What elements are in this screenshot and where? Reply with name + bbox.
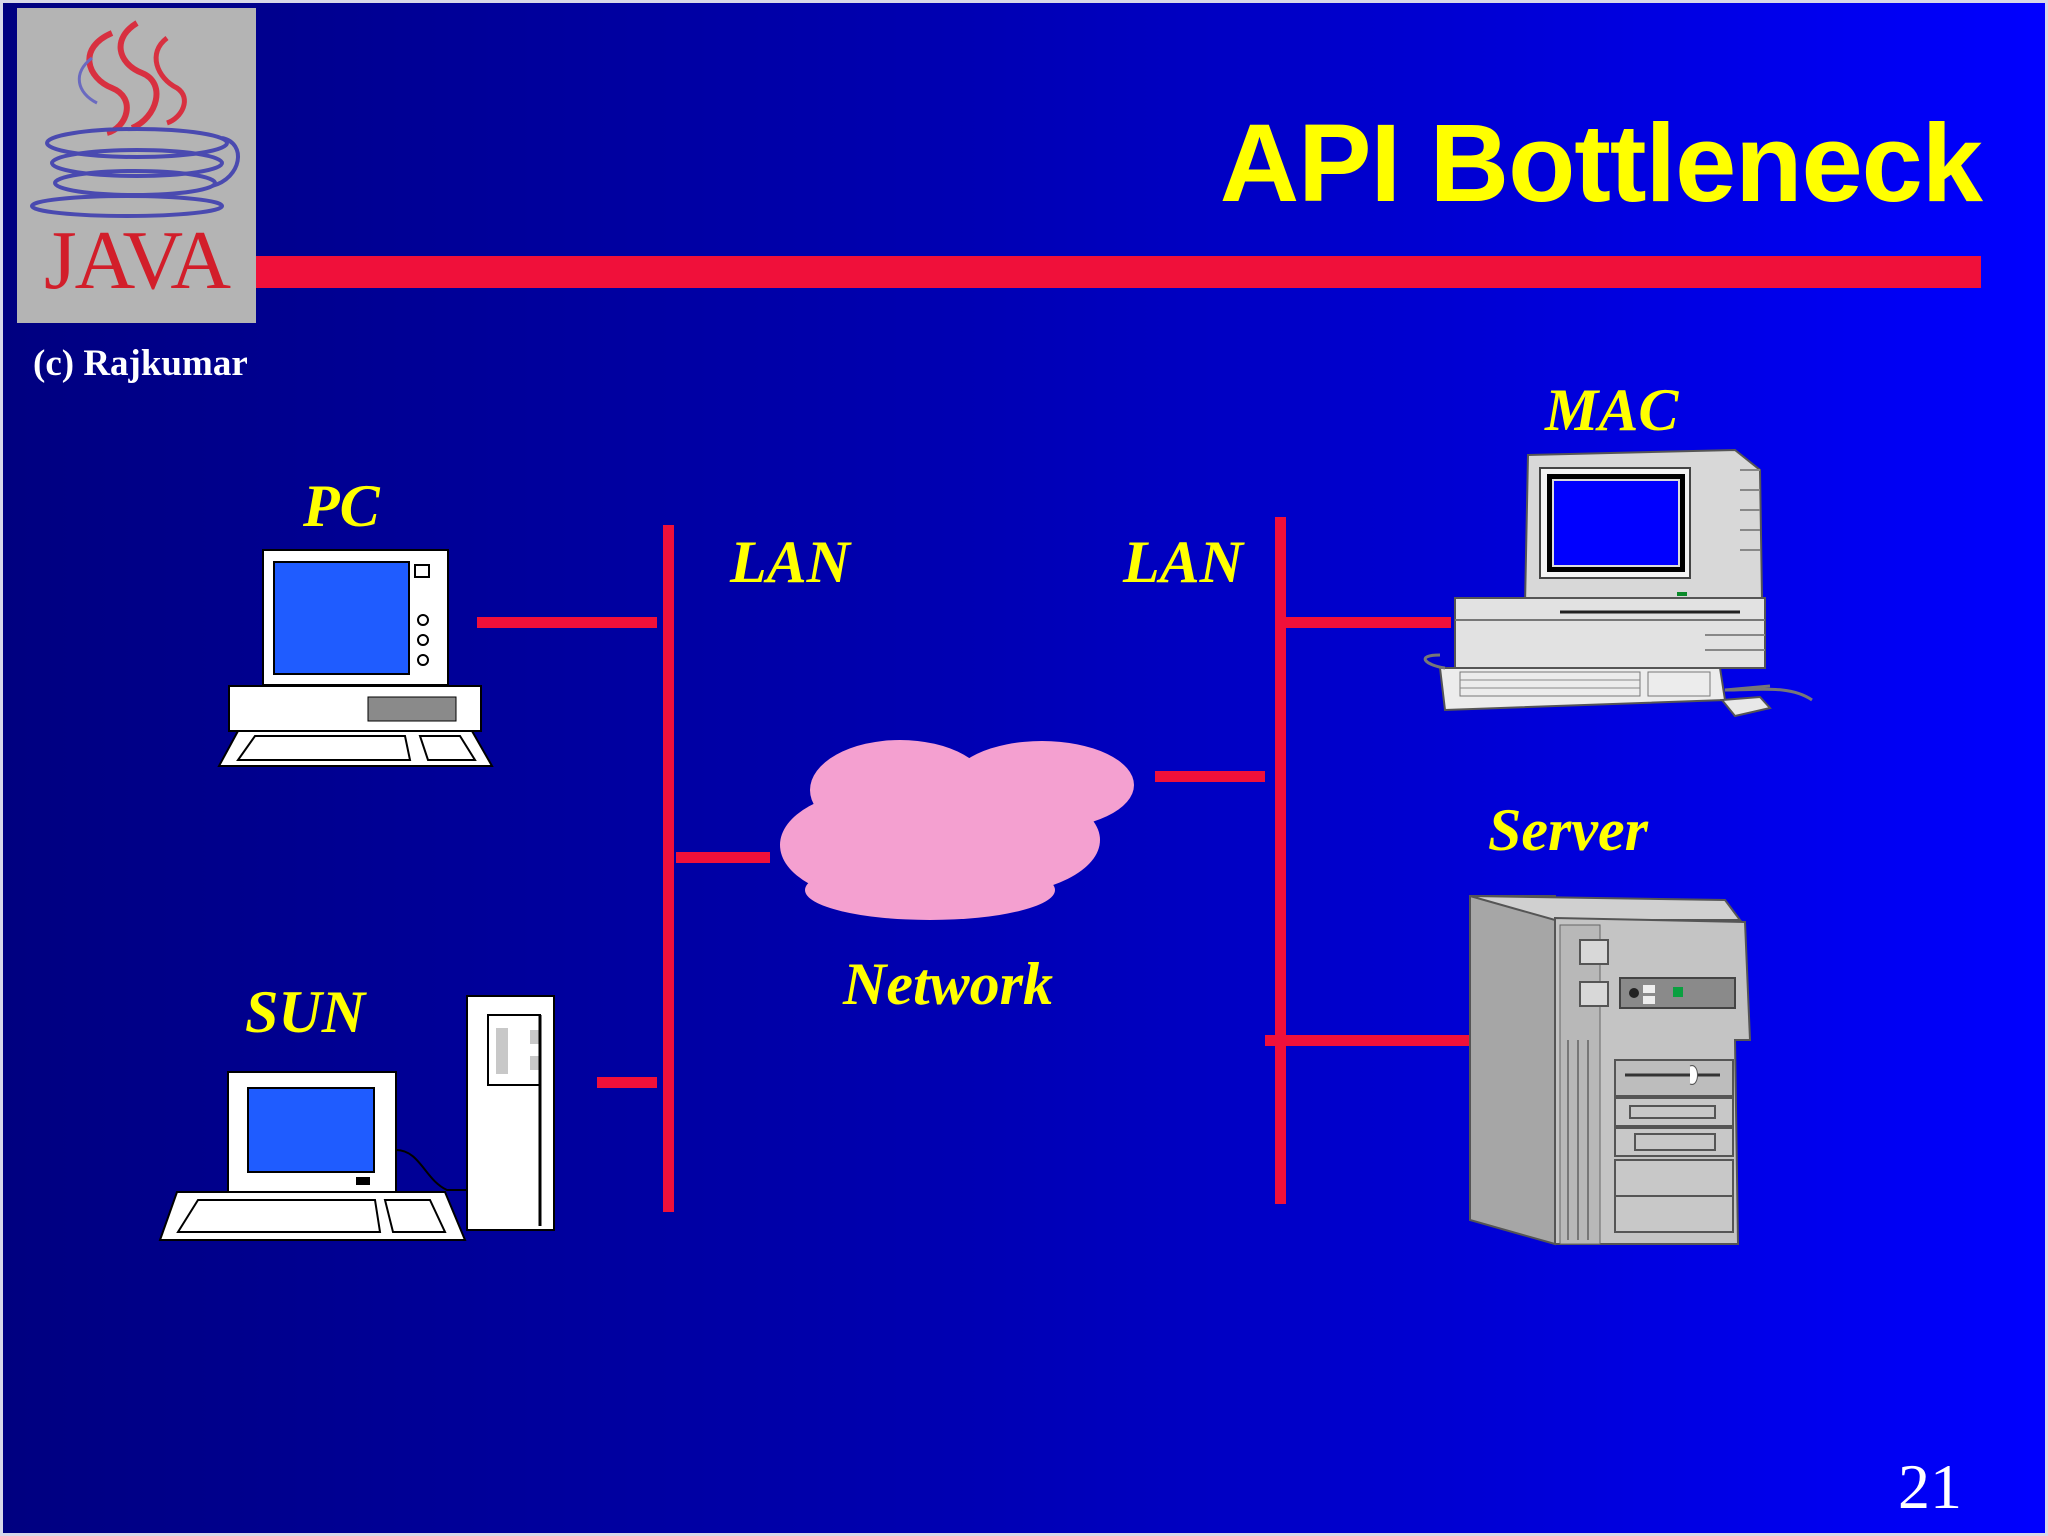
mac-connector [1276,617,1451,628]
tower-server-icon [1469,895,1752,1246]
coffee-cup-icon [30,20,240,218]
server-label: Server [1488,797,1648,863]
sun-connector [597,1077,657,1088]
java-logo: JAVA [17,8,256,323]
desktop-computer-icon [217,549,494,767]
mac-label: MAC [1545,377,1679,443]
pc-label: PC [303,473,380,539]
lan-right-backbone [1275,517,1286,1204]
cloud-icon [780,740,1134,920]
slide-title: API Bottleneck [1219,102,1983,225]
mac-computer-icon [1423,448,1813,718]
lan-right-label: LAN [1123,529,1243,595]
lan-left-backbone [663,525,674,1212]
page-number: 21 [1898,1451,1962,1522]
copyright-text: (c) Rajkumar [33,343,248,384]
lan-left-label: LAN [730,529,850,595]
pc-connector [477,617,657,628]
server-connector [1265,1035,1475,1046]
sun-label: SUN [245,979,366,1045]
network-label: Network [843,951,1053,1017]
logo-wordmark: JAVA [43,214,231,307]
network-left-connector [676,852,770,863]
network-right-connector [1155,771,1265,782]
workstation-icon [158,995,555,1241]
title-underline [256,256,1981,288]
